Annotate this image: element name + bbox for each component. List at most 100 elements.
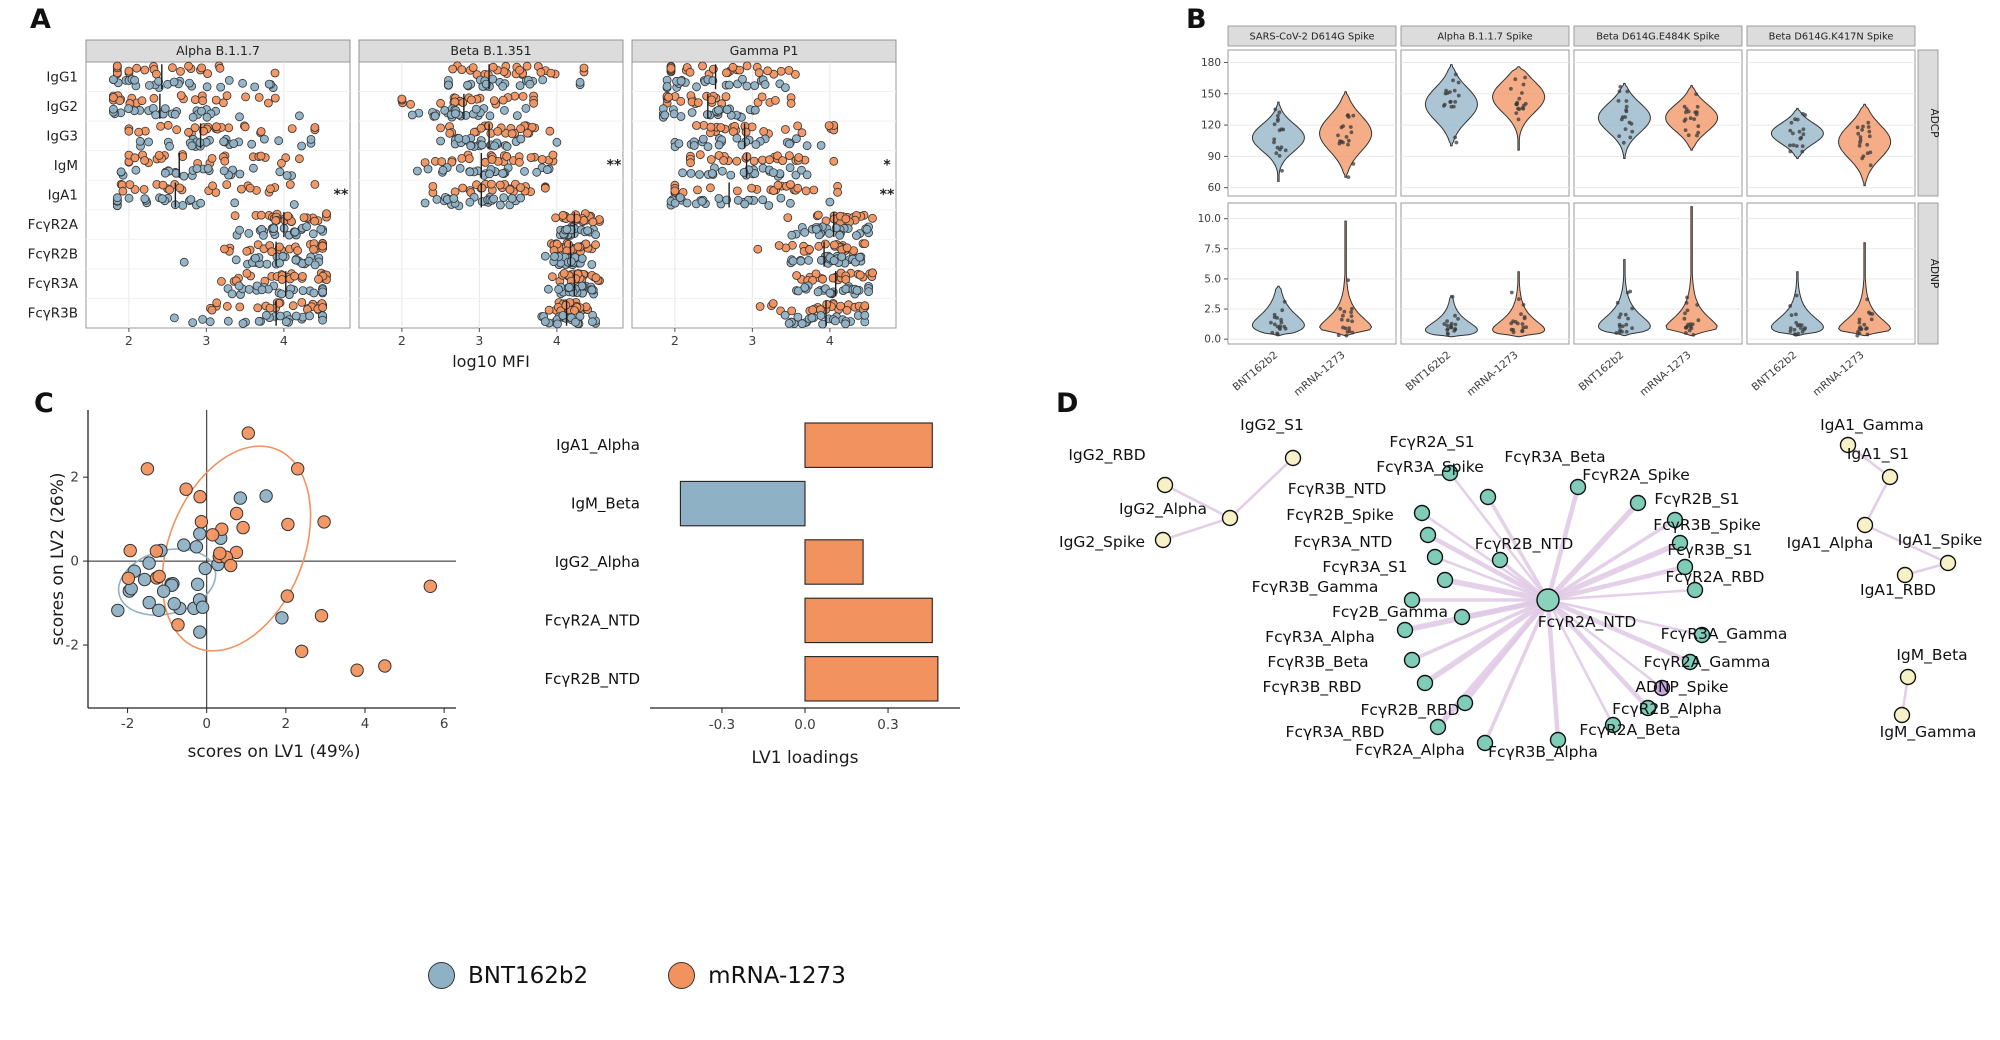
panel-b-letter: B (1186, 4, 1207, 35)
score-point (236, 520, 250, 535)
svg-text:0.0: 0.0 (1204, 334, 1221, 346)
score-point (317, 515, 331, 529)
network-node (1413, 504, 1431, 522)
violin (1838, 242, 1892, 337)
score-point (177, 538, 191, 552)
svg-text:IgM_Beta: IgM_Beta (571, 495, 640, 514)
svg-text:FcγR2A_Beta: FcγR2A_Beta (1579, 721, 1680, 740)
network-node (1896, 566, 1914, 584)
legend-swatch-mrna1273 (668, 962, 696, 989)
network-edge (1545, 540, 1683, 603)
score-point (198, 561, 212, 576)
violin (1597, 259, 1651, 337)
legend-item-mrna1273: mRNA-1273 (668, 962, 846, 989)
svg-text:FcγR3A_Gamma: FcγR3A_Gamma (1661, 625, 1788, 644)
network-edge (1863, 523, 1950, 565)
score-point (193, 625, 207, 639)
svg-text:IgG2_Alpha: IgG2_Alpha (1119, 500, 1207, 519)
svg-text:180: 180 (1201, 57, 1221, 69)
svg-text:6: 6 (440, 716, 449, 732)
network-edge (1545, 500, 1641, 603)
svg-text:FcγR2B_NTD: FcγR2B_NTD (545, 670, 640, 689)
score-point (205, 528, 220, 542)
svg-text:IgA1_S1: IgA1_S1 (1847, 445, 1909, 464)
svg-text:IgA1_Spike: IgA1_Spike (1898, 531, 1983, 550)
score-point (224, 558, 238, 573)
svg-text:10.0: 10.0 (1198, 213, 1221, 225)
svg-text:Alpha B.1.1.7 Spike: Alpha B.1.1.7 Spike (1437, 32, 1532, 43)
network-node (1693, 626, 1711, 644)
svg-text:ADNP_Spike: ADNP_Spike (1635, 678, 1728, 697)
svg-text:-2: -2 (121, 716, 134, 732)
svg-text:IgM_Gamma: IgM_Gamma (1880, 723, 1977, 742)
network-edge (1448, 471, 1550, 602)
confidence-ellipse (161, 445, 312, 652)
score-point (152, 569, 166, 584)
score-point (229, 506, 244, 521)
svg-text:IgM: IgM (54, 158, 78, 174)
svg-text:4: 4 (826, 333, 834, 348)
svg-text:120: 120 (1201, 120, 1221, 132)
svg-text:FcγR3B_Alpha: FcγR3B_Alpha (1488, 743, 1598, 762)
network-node (1899, 668, 1917, 686)
score-point (137, 572, 152, 587)
loading-bar (804, 539, 864, 585)
score-point (193, 527, 207, 541)
svg-text:IgA1_RBD: IgA1_RBD (1860, 581, 1936, 600)
network-edge (1863, 475, 1892, 527)
legend-item-bnt162b2: BNT162b2 (428, 962, 588, 989)
svg-text:FcγR3B: FcγR3B (28, 306, 78, 322)
svg-text:Beta B.1.351: Beta B.1.351 (450, 43, 531, 58)
svg-text:4: 4 (361, 716, 370, 732)
svg-text:3: 3 (475, 333, 483, 348)
svg-text:FcγR2A_Alpha: FcγR2A_Alpha (1355, 741, 1465, 760)
network-node (1653, 679, 1671, 697)
network-node (1396, 621, 1414, 639)
network-node (1479, 488, 1497, 506)
network-edge (1163, 483, 1232, 520)
score-point (350, 663, 364, 677)
network-node (1419, 526, 1437, 544)
svg-text:FcγR3B_Spike: FcγR3B_Spike (1653, 516, 1761, 535)
network-node (1629, 494, 1647, 512)
network-edge (1545, 597, 1693, 665)
network-node (1436, 571, 1454, 589)
svg-text:SARS-CoV-2 D614G Spike: SARS-CoV-2 D614G Spike (1250, 32, 1375, 43)
svg-text:FcγR3B_Gamma: FcγR3B_Gamma (1252, 578, 1379, 597)
score-point (195, 600, 210, 614)
network-node (1154, 531, 1172, 549)
network-edge (1546, 598, 1704, 637)
svg-text:**: ** (880, 187, 895, 203)
panel-c-y-axis-title: scores on LV2 (26%) (48, 472, 68, 646)
network-node (1429, 718, 1447, 736)
network-node (1403, 651, 1421, 669)
network-node (1491, 551, 1509, 569)
violin (1838, 103, 1892, 187)
score-point (142, 595, 156, 610)
network-edge (1546, 598, 1615, 727)
score-point (167, 597, 181, 611)
svg-text:4: 4 (553, 333, 561, 348)
score-point (142, 556, 156, 570)
score-point (156, 584, 171, 598)
svg-text:IgG2: IgG2 (46, 99, 78, 115)
network-node (1536, 588, 1560, 612)
legend-label-mrna1273: mRNA-1273 (708, 962, 846, 989)
legend-swatch-bnt162b2 (428, 962, 455, 989)
network-node (1681, 653, 1699, 671)
loading-bar (804, 597, 933, 644)
network-edge (1483, 598, 1550, 745)
panel-b-violin-chart: SARS-CoV-2 D614G Spike Alpha B.1.1.7 Spik… (1198, 25, 1940, 399)
svg-text:FcγR3B_S1: FcγR3B_S1 (1667, 541, 1752, 560)
svg-text:Beta D614G.E484K Spike: Beta D614G.E484K Spike (1596, 32, 1720, 43)
score-point (152, 603, 166, 618)
network-edge (1486, 495, 1550, 602)
svg-text:2: 2 (125, 333, 133, 348)
svg-text:60: 60 (1208, 182, 1221, 194)
svg-text:-0.3: -0.3 (709, 717, 735, 733)
panel-c-x-axis-title: scores on LV1 (49%) (187, 742, 361, 762)
violin (1251, 285, 1305, 337)
violin (1492, 271, 1546, 338)
